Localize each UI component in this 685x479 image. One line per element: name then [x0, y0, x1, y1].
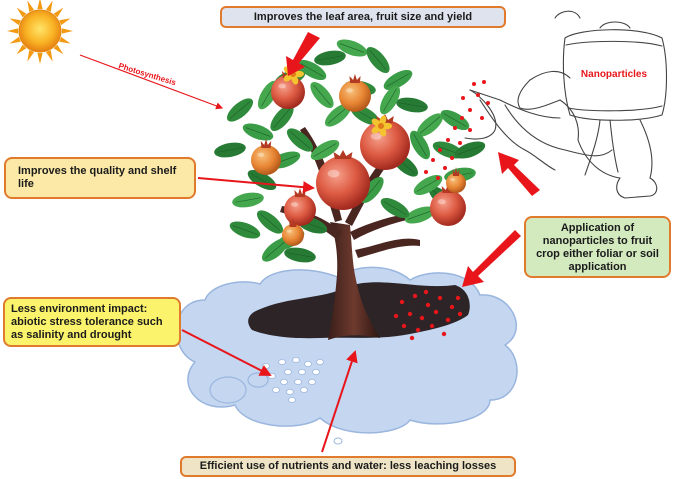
- environment-impact-text: Less environment impact: abiotic stress …: [11, 303, 163, 341]
- arrow-to-tree-top: [286, 32, 320, 76]
- arrow-application-foliar: [498, 152, 540, 196]
- arrow-nutrients: [321, 350, 358, 453]
- sprayer-tank-label: Nanoparticles: [581, 69, 648, 80]
- soil-nutrient-particles: [262, 356, 324, 403]
- leaf-area-yield-text: Improves the leaf area, fruit size and y…: [253, 11, 473, 23]
- quality-shelf-life-box: Improves the quality and shelf life: [4, 157, 196, 199]
- spray-nanoparticles: [424, 80, 490, 180]
- nanoparticle-application-box: Application of nanoparticles to fruit cr…: [524, 216, 671, 278]
- photosynthesis-label: Photosynthesis: [117, 61, 177, 87]
- photosynthesis-arrow: [79, 54, 224, 110]
- leaf-area-yield-box: Improves the leaf area, fruit size and y…: [220, 6, 506, 28]
- nutrient-efficiency-box: Efficient use of nutrients and water: le…: [180, 456, 516, 477]
- nanoparticle-application-text: Application of nanoparticles to fruit cr…: [536, 222, 659, 273]
- arrow-icon: [181, 32, 540, 453]
- environment-impact-box: Less environment impact: abiotic stress …: [3, 297, 181, 347]
- nutrient-efficiency-text: Efficient use of nutrients and water: le…: [199, 460, 497, 472]
- tree-icon: [214, 39, 486, 340]
- soil-nanoparticles: [393, 289, 463, 341]
- arrow-quality: [197, 177, 315, 194]
- arrow-application-soil: [462, 230, 521, 287]
- arrow-environment: [181, 329, 272, 376]
- pomegranate-icon: [251, 63, 466, 246]
- sprayer-person-icon: [464, 10, 667, 199]
- sun-icon: [7, 0, 73, 64]
- quality-shelf-life-text: Improves the quality and shelf life: [18, 165, 177, 190]
